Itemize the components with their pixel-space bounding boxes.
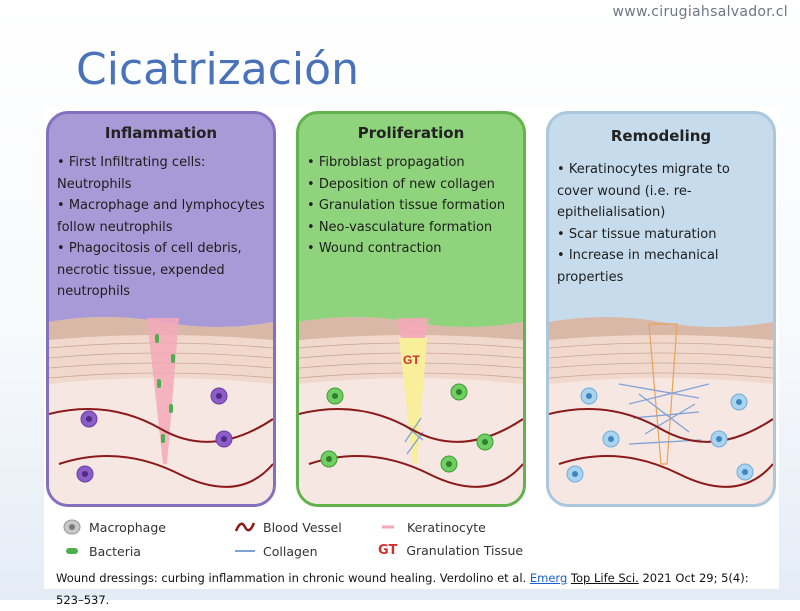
gt-label: GT: [403, 353, 420, 367]
legend-macrophage-label: Macrophage: [89, 520, 166, 535]
bullet-item: Phagocitosis of cell debris, necrotic ti…: [57, 238, 267, 303]
proliferation-panel: Proliferation Fibroblast propagation Dep…: [296, 111, 526, 507]
gt-symbol: GT: [378, 543, 397, 558]
legend-keratinocyte-label: Keratinocyte: [407, 520, 486, 535]
citation-link[interactable]: Emerg: [530, 571, 567, 585]
legend-collagen-label: Collagen: [263, 544, 318, 559]
legend-blood-vessel-label: Blood Vessel: [263, 520, 342, 535]
legend-collagen: Collagen: [234, 543, 318, 559]
keratinocyte-icon: [378, 519, 400, 535]
remodeling-title: Remodeling: [549, 127, 773, 145]
bullet-item: Macrophage and lymphocytes follow neutro…: [57, 195, 267, 238]
legend-bacteria-label: Bacteria: [89, 544, 141, 559]
bullet-item: Increase in mechanical properties: [557, 245, 767, 288]
legend-keratinocyte: Keratinocyte: [378, 519, 486, 535]
figure-legend: Macrophage Bacteria Blood Vessel Collage…: [62, 515, 562, 563]
bullet-item: Granulation tissue formation: [307, 195, 517, 217]
inflammation-title: Inflammation: [49, 124, 273, 142]
remodeling-bullets: Keratinocytes migrate to cover wound (i.…: [549, 159, 773, 288]
bullet-item: Scar tissue maturation: [557, 224, 767, 246]
bullet-item: Deposition of new collagen: [307, 174, 517, 196]
site-url: www.cirugiahsalvador.cl: [613, 4, 788, 20]
bullet-item: Fibroblast propagation: [307, 152, 517, 174]
legend-macrophage: Macrophage: [62, 519, 166, 535]
legend-bacteria: Bacteria: [62, 543, 141, 559]
inflammation-skin-illustration: [49, 314, 273, 504]
bullet-item: Neo-vasculature formation: [307, 217, 517, 239]
legend-granulation-tissue-label: Granulation Tissue: [406, 543, 523, 558]
blood-vessel-icon: [234, 519, 256, 535]
inflammation-bullets: First Infiltrating cells: Neutrophils Ma…: [49, 152, 273, 303]
proliferation-title: Proliferation: [299, 124, 523, 142]
bullet-item: Wound contraction: [307, 238, 517, 260]
collagen-icon: [234, 543, 256, 559]
proliferation-skin-illustration: GT: [299, 314, 523, 504]
proliferation-bullets: Fibroblast propagation Deposition of new…: [299, 152, 523, 260]
citation-text: Wound dressings: curbing inflammation in…: [56, 571, 530, 585]
bullet-item: Keratinocytes migrate to cover wound (i.…: [557, 159, 767, 224]
remodeling-skin-illustration: [549, 314, 773, 504]
citation: Wound dressings: curbing inflammation in…: [44, 567, 779, 589]
wound-healing-figure: Inflammation First Infiltrating cells: N…: [44, 107, 779, 567]
slide-title: Cicatrización: [76, 44, 359, 95]
inflammation-panel: Inflammation First Infiltrating cells: N…: [46, 111, 276, 507]
macrophage-icon: [62, 519, 82, 535]
legend-granulation-tissue: GT Granulation Tissue: [378, 543, 523, 558]
citation-journal: Top Life Sci.: [571, 571, 639, 585]
bullet-item: First Infiltrating cells: Neutrophils: [57, 152, 267, 195]
bacteria-icon: [62, 543, 82, 559]
legend-blood-vessel: Blood Vessel: [234, 519, 342, 535]
remodeling-panel: Remodeling Keratinocytes migrate to cove…: [546, 111, 776, 507]
